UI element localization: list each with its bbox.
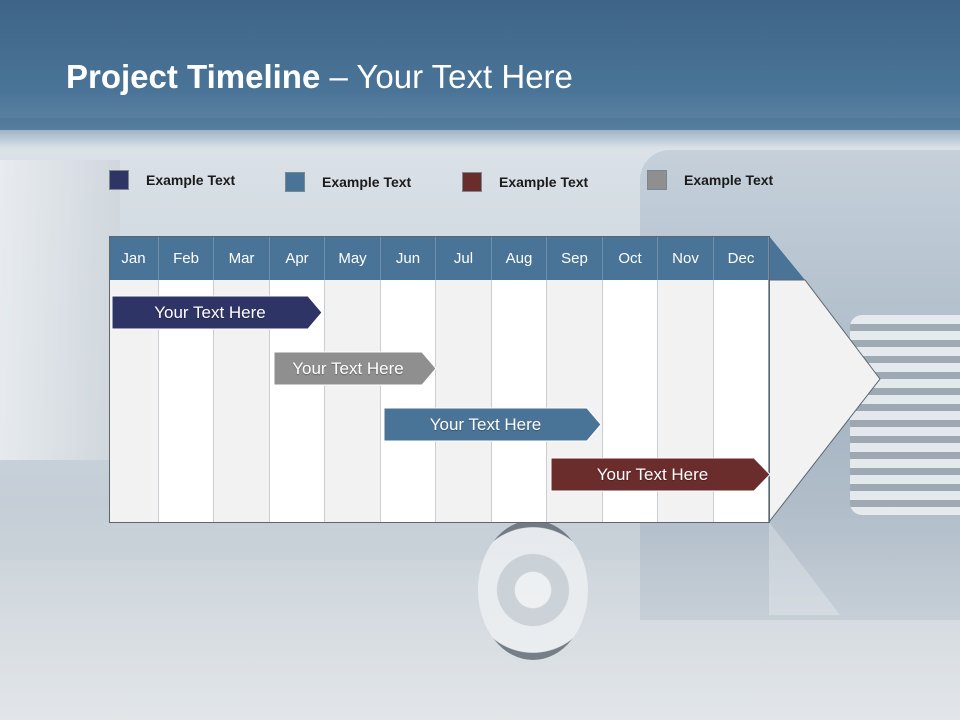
legend-swatch-3 xyxy=(462,172,482,192)
background-truck-grille xyxy=(850,315,960,515)
header-arrow-tip xyxy=(769,236,805,280)
legend-label-2: Example Text xyxy=(322,174,412,190)
page-title[interactable]: Project Timeline – Your Text Here xyxy=(66,58,573,96)
legend-item-4: Example Text xyxy=(647,170,773,190)
title-band xyxy=(0,0,960,130)
month-header-jul: Jul xyxy=(436,236,492,280)
month-header-may: May xyxy=(325,236,381,280)
legend-label-1: Example Text xyxy=(146,172,236,188)
month-header-sep: Sep xyxy=(547,236,603,280)
task-label-3[interactable]: Your Text Here xyxy=(429,414,542,434)
month-column-aug xyxy=(492,280,547,522)
page-title-bold: Project Timeline xyxy=(66,58,321,95)
month-column-jun xyxy=(381,280,436,522)
month-header-nov: Nov xyxy=(658,236,714,280)
month-header-dec: Dec xyxy=(714,236,769,280)
timeline-outline xyxy=(109,236,770,523)
legend-swatch-4 xyxy=(647,170,667,190)
task-label-2[interactable]: Your Text Here xyxy=(292,358,404,378)
legend-swatch-2 xyxy=(285,172,305,192)
month-column-may xyxy=(325,280,381,522)
background-trailer xyxy=(0,160,120,460)
legend-label-3: Example Text xyxy=(499,174,589,190)
task-label-1[interactable]: Your Text Here xyxy=(154,302,266,322)
legend-item-3: Example Text xyxy=(462,172,588,192)
body-arrow-tip xyxy=(768,279,881,524)
page-title-rest: – Your Text Here xyxy=(320,58,573,95)
month-header-jan: Jan xyxy=(109,236,159,280)
legend-item-2: Example Text xyxy=(285,172,411,192)
legend-label-4: Example Text xyxy=(684,172,774,188)
month-header-jun: Jun xyxy=(381,236,436,280)
month-header-apr: Apr xyxy=(270,236,325,280)
month-header-mar: Mar xyxy=(214,236,270,280)
legend-item-1: Example Text xyxy=(109,170,235,190)
task-label-4[interactable]: Your Text Here xyxy=(596,464,709,484)
month-header-oct: Oct xyxy=(603,236,658,280)
title-band-fade xyxy=(0,118,960,148)
month-header-aug: Aug xyxy=(492,236,547,280)
month-column-jul xyxy=(436,280,492,522)
legend-swatch-1 xyxy=(109,170,129,190)
background-truck-wheel xyxy=(478,520,588,660)
arrow-reflection xyxy=(769,522,840,615)
month-header-feb: Feb xyxy=(159,236,214,280)
